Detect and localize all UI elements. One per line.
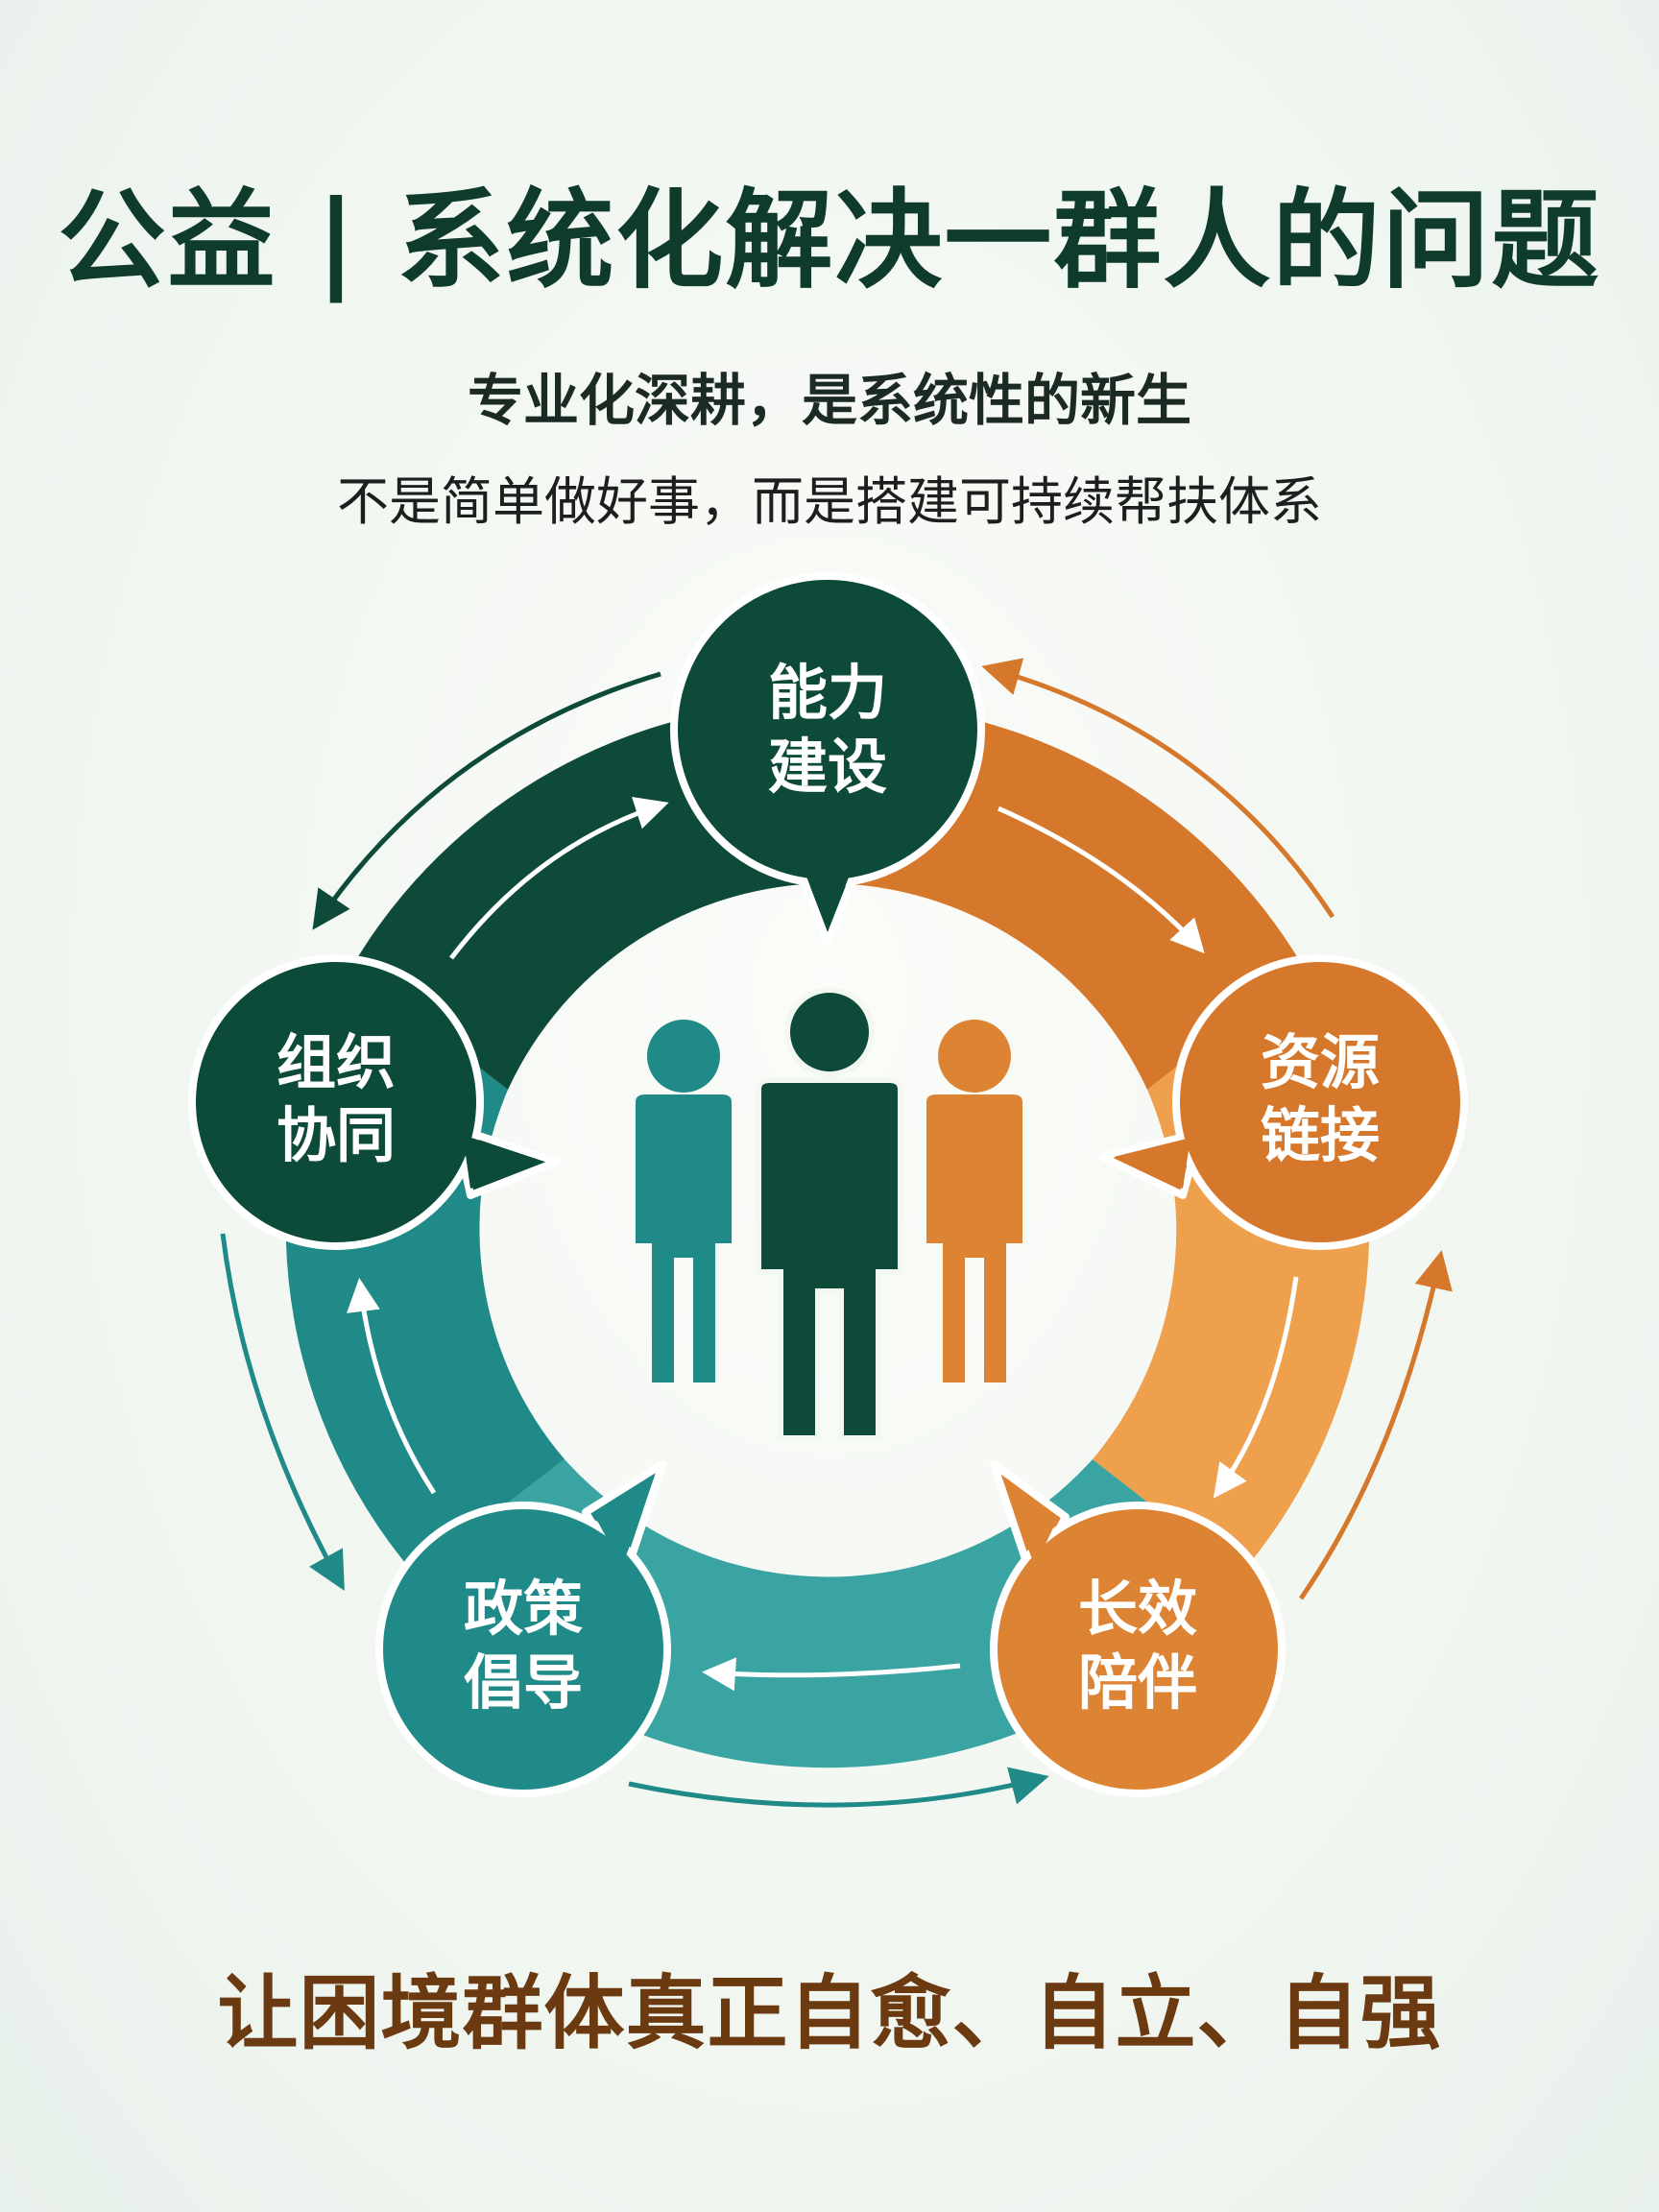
person-center <box>756 987 903 1441</box>
node-capacity-building: 能力 建设 <box>670 572 985 947</box>
footer-slogan: 让困境群体真正自愈、自立、自强 <box>217 1966 1442 2060</box>
node-label-line1: 长效 <box>1078 1574 1197 1644</box>
inner-arrow-left <box>347 1278 437 1495</box>
node-label-line1: 能力 <box>768 658 887 728</box>
inner-arrow-right <box>1213 1276 1299 1499</box>
outer-arrow-top-left <box>312 671 661 930</box>
inner-arrows <box>347 796 1299 1692</box>
node-label-line1: 资源 <box>1261 1027 1380 1097</box>
subline: 不是简单做好事，而是搭建可持续帮扶体系 <box>337 471 1322 532</box>
node-label-line1: 政策 <box>464 1574 583 1644</box>
page-title: 公益 | 系统化解决一群人的问题 <box>58 179 1601 303</box>
node-label-line2: 建设 <box>768 732 887 802</box>
node-long-term-companionship: 长效 陪伴 <box>990 1460 1286 1797</box>
people-group-icon <box>636 987 1022 1441</box>
node-policy-advocacy: 政策 倡导 <box>375 1460 671 1797</box>
node-resource-linking: 资源 链接 <box>1098 954 1468 1250</box>
node-label-line2: 协同 <box>276 1100 396 1170</box>
person-left <box>636 1020 732 1382</box>
node-circle <box>990 1502 1286 1797</box>
node-circle <box>375 1502 671 1797</box>
node-circle <box>1172 954 1468 1250</box>
node-label-line2: 链接 <box>1261 1100 1380 1170</box>
subtitle: 专业化深耕，是系统性的新生 <box>467 368 1191 433</box>
outer-arrow-left <box>220 1233 345 1591</box>
outer-arrow-bottom <box>628 1767 1049 1808</box>
node-label-line2: 陪伴 <box>1078 1647 1197 1718</box>
node-label-line2: 倡导 <box>464 1647 583 1718</box>
outer-arrow-right <box>1298 1250 1453 1600</box>
node-circle <box>188 954 484 1250</box>
inner-arrow-top-right <box>997 805 1205 954</box>
node-label-line1: 组织 <box>276 1027 396 1097</box>
inner-arrow-bottom <box>702 1657 961 1692</box>
outer-arrows <box>220 658 1453 1808</box>
person-right <box>926 1020 1022 1382</box>
node-circle <box>670 572 985 887</box>
outer-arrow-top-right <box>981 658 1335 919</box>
node-organizational-collaboration: 组织 协同 <box>188 954 561 1250</box>
inner-arrow-top-left <box>449 796 669 960</box>
